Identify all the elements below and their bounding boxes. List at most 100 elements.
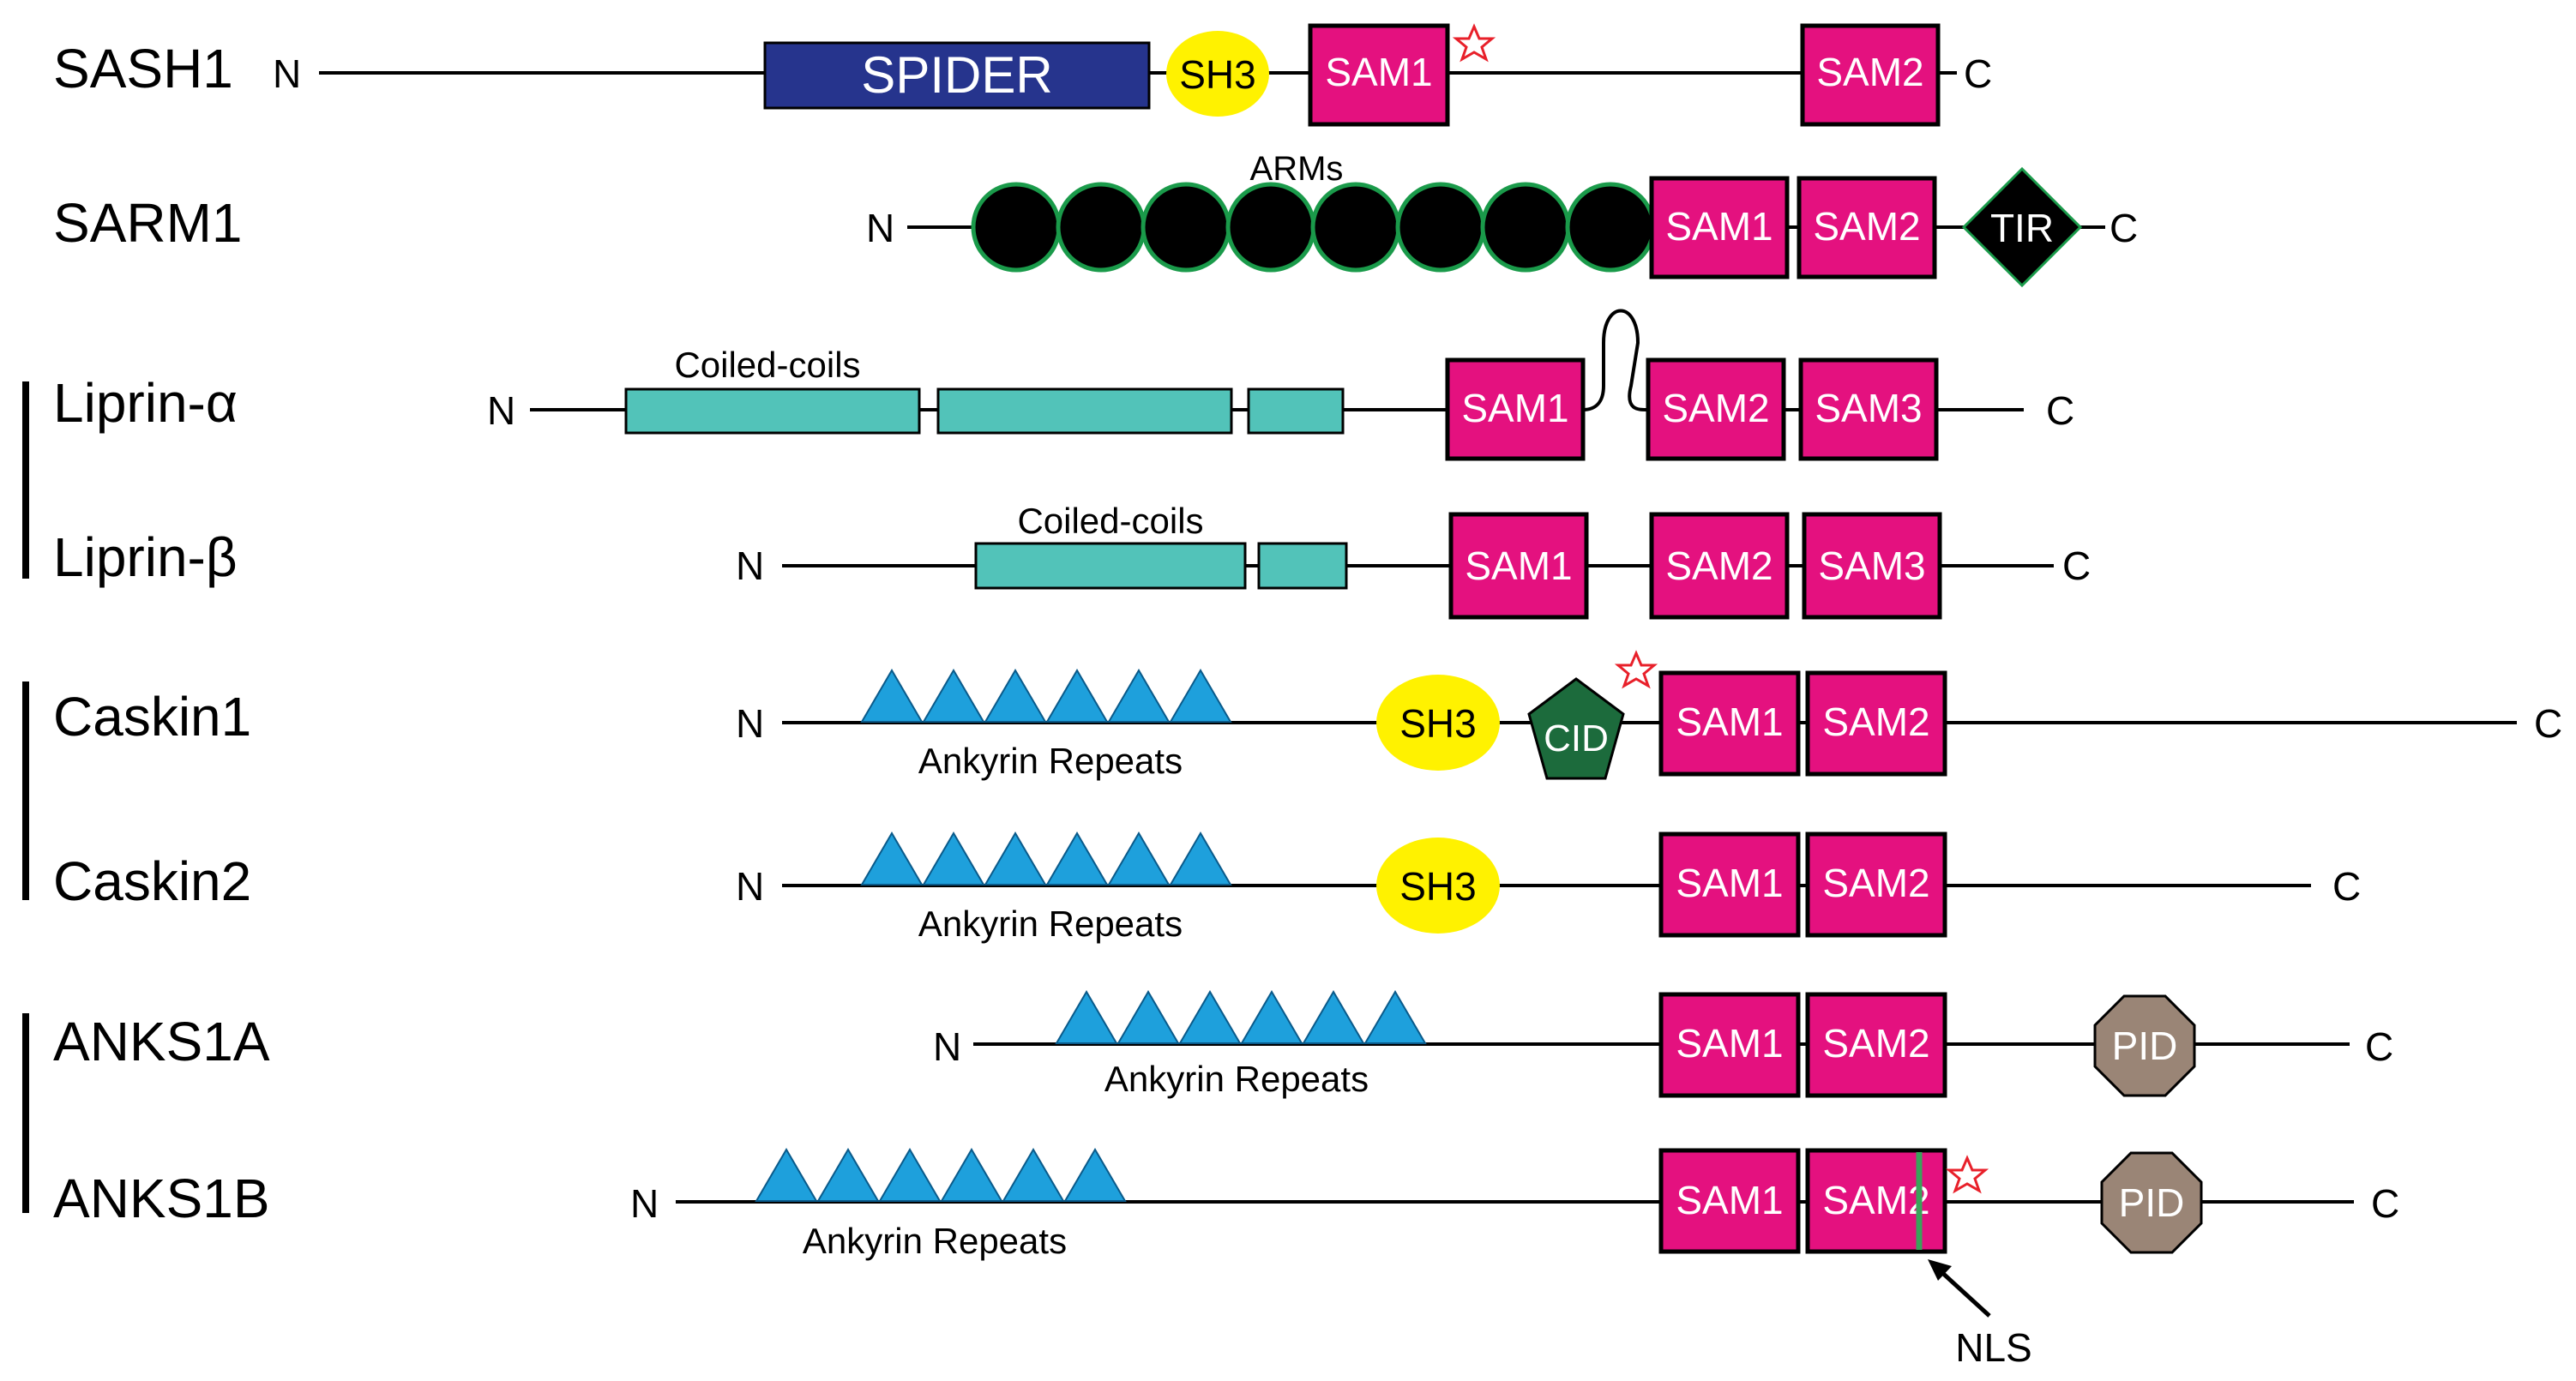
tir-domain (1961, 166, 2083, 288)
sh3-domain (1166, 31, 1269, 117)
ankyrin-repeat (1363, 990, 1427, 1044)
ankyrin-repeats (860, 669, 1232, 723)
protein-name: SASH1 (53, 38, 233, 99)
ankyrin-repeat (1240, 990, 1303, 1044)
liprin-alpha-row: Liprin-α N Coiled-coils SAM1 SAM2 SAM3 C (53, 309, 2074, 461)
arm-repeat (1565, 182, 1656, 273)
sam1-domain (1658, 670, 1801, 777)
ankyrin-repeat (1002, 1148, 1065, 1202)
sam1-label: SAM1 (1465, 543, 1572, 588)
c-terminus-label: C (2534, 701, 2562, 746)
sam2-domain (1805, 670, 1947, 777)
anks1a-row: ANKS1A N Ankyrin Repeats SAM1 SAM2 PID C (53, 990, 2393, 1099)
star-icon (1945, 1155, 1989, 1194)
caskin1-row: Caskin1 N Ankyrin Repeats SH3 CID SAM1 S… (53, 650, 2562, 781)
sh3-label: SH3 (1399, 701, 1476, 746)
sam2-label: SAM2 (1822, 1178, 1929, 1222)
ankyrin-repeat (816, 1148, 880, 1202)
nls-arrow-head (1928, 1259, 1952, 1281)
ankyrin-repeat (1178, 990, 1242, 1044)
sam3-label: SAM3 (1818, 543, 1925, 588)
ankyrin-repeat (1055, 990, 1118, 1044)
sam1-label: SAM1 (1676, 861, 1783, 905)
ankyrin-repeat (1169, 832, 1232, 886)
coiled-coil-domain (624, 387, 921, 435)
cid-domain (1527, 677, 1625, 780)
anks1b-row: ANKS1B N Ankyrin Repeats SAM1 SAM2 PID C… (53, 1148, 2399, 1370)
arm-repeat (1480, 182, 1571, 273)
protein-name: Caskin2 (53, 850, 251, 912)
arms-label: ARMs (1250, 150, 1344, 188)
arm-repeat (1395, 182, 1486, 273)
sam1-label: SAM1 (1676, 1178, 1783, 1222)
ankyrin-repeat (1045, 832, 1109, 886)
sam2-domain (1805, 832, 1947, 938)
n-terminus-label: N (736, 543, 764, 588)
ankyrin-repeat (860, 832, 924, 886)
coiled-coil-domain (936, 387, 1233, 435)
sam1-label: SAM1 (1665, 204, 1773, 249)
protein-name: ANKS1B (53, 1168, 270, 1229)
sam1-domain (1658, 832, 1801, 938)
sam1-domain (1658, 1148, 1801, 1254)
n-terminus-label: N (736, 701, 764, 746)
cid-label: CID (1544, 718, 1609, 760)
sam2-label: SAM2 (1662, 386, 1769, 430)
sam2-label: SAM2 (1813, 204, 1920, 249)
c-terminus-label: C (2371, 1181, 2399, 1226)
ankyrin-repeats (860, 832, 1232, 886)
c-terminus-label: C (2332, 864, 2361, 909)
sam2-label: SAM2 (1822, 1021, 1929, 1066)
n-terminus-label: N (487, 388, 515, 433)
ankyrin-repeat (1302, 990, 1365, 1044)
c-terminus-label: C (1964, 51, 1992, 96)
arm-repeats (971, 182, 1656, 273)
sam2-domain (1800, 23, 1941, 127)
c-terminus-label: C (2110, 206, 2138, 250)
sash1-row: SASH1 N SPIDER SH3 SAM1 SAM2 C (53, 23, 1992, 127)
protein-name: Liprin-α (53, 372, 238, 434)
sam1-domain (1308, 23, 1450, 127)
sam1-label: SAM1 (1676, 700, 1783, 744)
sh3-domain (1376, 675, 1500, 771)
ankyrin-repeat (878, 1148, 942, 1202)
sh3-label: SH3 (1179, 52, 1255, 97)
pid-domain (2093, 994, 2196, 1097)
sam3-domain (1802, 512, 1942, 620)
sam1-label: SAM1 (1676, 1021, 1783, 1066)
insertion-loop (1582, 309, 1647, 411)
ankyrin-repeat (940, 1148, 1003, 1202)
coiled-coil-domain (974, 542, 1247, 590)
n-terminus-label: N (736, 864, 764, 909)
c-terminus-label: C (2062, 543, 2091, 588)
coiled-coils-label: Coiled-coils (674, 345, 860, 385)
ankyrin-repeat (1107, 669, 1171, 723)
sam2-label: SAM2 (1822, 700, 1929, 744)
sh3-domain (1376, 838, 1500, 934)
ankyrin-repeat (1169, 669, 1232, 723)
arm-repeat (1310, 182, 1401, 273)
sam3-domain (1798, 357, 1939, 461)
sam2-label: SAM2 (1816, 50, 1923, 94)
nls-label: NLS (1955, 1325, 2031, 1370)
protein-name: Caskin1 (53, 686, 251, 748)
sam2-label: SAM2 (1822, 861, 1929, 905)
ankyrin-repeat (860, 669, 924, 723)
ankyrin-repeat (922, 669, 985, 723)
arm-repeat (1225, 182, 1316, 273)
coiled-coil-domain (1247, 387, 1345, 435)
sam1-label: SAM1 (1461, 386, 1568, 430)
n-terminus-label: N (933, 1024, 961, 1069)
sam3-label: SAM3 (1815, 386, 1922, 430)
c-terminus-label: C (2046, 388, 2074, 433)
ankyrin-repeat (1063, 1148, 1127, 1202)
sam1-domain (1448, 512, 1589, 620)
ankyrin-label: Ankyrin Repeats (918, 741, 1183, 781)
n-terminus-label: N (273, 51, 301, 96)
ankyrin-repeat (1116, 990, 1180, 1044)
liprin-beta-row: Liprin-β N Coiled-coils SAM1 SAM2 SAM3 C (53, 501, 2091, 620)
ankyrin-repeat (1045, 669, 1109, 723)
sh3-label: SH3 (1399, 864, 1476, 909)
pid-label: PID (2119, 1180, 2185, 1225)
protein-name: Liprin-β (53, 526, 238, 588)
